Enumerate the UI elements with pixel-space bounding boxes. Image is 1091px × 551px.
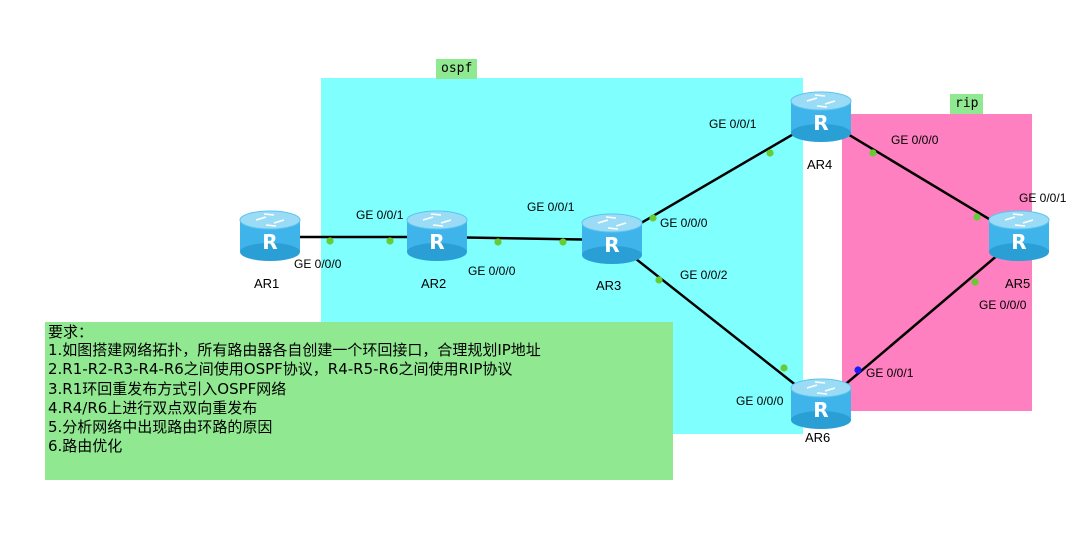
- port-label-ar2-ge000: GE 0/0/0: [468, 264, 516, 278]
- requirement-4: 4.R4/R6上进行双点双向重发布: [48, 399, 258, 417]
- port-indicator-ar2: [386, 237, 394, 245]
- port-label-ar6-ge000: GE 0/0/0: [736, 394, 784, 408]
- svg-text:R: R: [813, 111, 828, 135]
- router-ar4[interactable]: R: [790, 91, 852, 142]
- svg-text:R: R: [429, 230, 444, 254]
- port-indicator-ar2: [494, 238, 502, 246]
- svg-text:R: R: [262, 230, 277, 254]
- port-indicator-ar6: [854, 366, 862, 374]
- router-label-ar3: AR3: [596, 278, 622, 293]
- router-label-ar4: AR4: [807, 157, 833, 172]
- requirement-1: 1.如图搭建网络拓扑，所有路由器各自创建一个环回接口，合理规划IP地址: [48, 341, 541, 359]
- link-ar6-ar5: [820, 236, 1020, 406]
- port-label-ar3-ge000: GE 0/0/0: [660, 216, 708, 230]
- svg-text:R: R: [813, 398, 828, 422]
- port-indicator-ar3: [649, 214, 657, 222]
- router-ar3[interactable]: R: [581, 213, 643, 264]
- requirement-5: 5.分析网络中出现路由环路的原因: [48, 418, 273, 436]
- ospf-area-label: ospf: [436, 59, 478, 79]
- port-indicator-ar1: [326, 237, 334, 245]
- link-ar4-ar5: [820, 116, 1020, 239]
- router-ar6[interactable]: R: [790, 378, 852, 429]
- port-label-ar3-ge001: GE 0/0/1: [527, 200, 575, 214]
- requirement-3: 3.R1环回重发布方式引入OSPF网络: [48, 380, 287, 398]
- requirements-note: [45, 322, 673, 480]
- port-label-ar5-ge000: GE 0/0/0: [979, 298, 1027, 312]
- router-label-ar6: AR6: [805, 430, 831, 445]
- port-indicator-ar4: [869, 149, 877, 157]
- link-ar3-ar4: [611, 116, 822, 242]
- port-indicator-ar6: [780, 364, 788, 372]
- router-ar2[interactable]: R: [406, 210, 468, 261]
- port-indicator-ar5: [971, 278, 979, 286]
- router-ar5[interactable]: R: [988, 210, 1050, 261]
- port-label-ar6-ge001: GE 0/0/1: [866, 366, 914, 380]
- port-indicator-ar3: [559, 238, 567, 246]
- port-label-ar2-ge001: GE 0/0/1: [356, 208, 404, 222]
- port-label-ar1-ge000: GE 0/0/0: [294, 257, 342, 271]
- router-label-ar2: AR2: [421, 276, 447, 291]
- requirement-6: 6.路由优化: [48, 437, 123, 455]
- rip-area-label: rip: [950, 94, 984, 114]
- svg-text:R: R: [604, 233, 619, 257]
- port-label-ar3-ge002: GE 0/0/2: [680, 268, 728, 282]
- requirements-title: 要求：: [48, 323, 94, 341]
- router-label-ar1: AR1: [254, 276, 280, 291]
- router-label-ar5: AR5: [1005, 276, 1031, 291]
- link-ar3-ar6: [611, 239, 822, 406]
- svg-text:R: R: [1011, 230, 1026, 254]
- port-label-ar4-ge000: GE 0/0/0: [891, 133, 939, 147]
- port-label-ar4-ge001: GE 0/0/1: [709, 117, 757, 131]
- port-label-ar5-ge001: GE 0/0/1: [1019, 191, 1067, 205]
- port-indicator-ar3: [655, 276, 663, 284]
- port-indicator-ar5: [973, 213, 981, 221]
- router-ar1[interactable]: R: [239, 210, 301, 261]
- requirement-2: 2.R1-R2-R3-R4-R6之间使用OSPF协议，R4-R5-R6之间使用R…: [48, 360, 513, 378]
- port-indicator-ar4: [766, 149, 774, 157]
